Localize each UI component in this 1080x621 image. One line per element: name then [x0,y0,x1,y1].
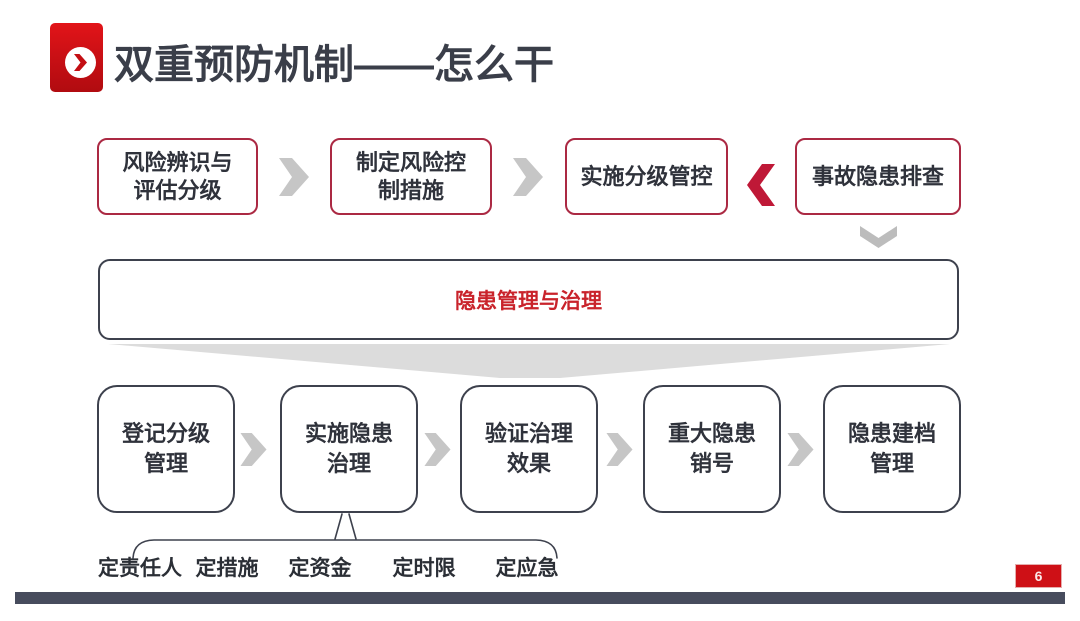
flow-box-label: 登记分级 管理 [121,421,210,476]
title-marker [50,23,103,92]
flow-box-implement-treatment: 实施隐患 治理 [280,385,418,513]
brace-connector [132,513,558,559]
funnel-shape [108,344,950,378]
flow-box-register-grading: 登记分级 管理 [97,385,235,513]
ding-label-funds: 定资金 [288,557,352,580]
flow-box-hazard-archiving: 隐患建档 管理 [823,385,961,513]
page-number-badge: 6 [1015,564,1062,588]
banner-label: 隐患管理与治理 [455,289,602,313]
chevron-right-icon [65,47,96,78]
flow-box-label: 实施分级管控 [580,163,713,189]
ding-label-deadline: 定时限 [392,557,456,580]
flow-box-risk-identification: 风险辨识与 评估分级 [97,138,258,215]
chevron-right-icon [787,433,814,466]
page-number: 6 [1034,568,1043,584]
flow-box-label: 实施隐患 治理 [304,421,393,476]
flow-box-major-hazard-closeout: 重大隐患 销号 [643,385,781,513]
chevron-left-icon [747,164,775,206]
flow-box-label: 验证治理 效果 [484,421,573,476]
banner-hazard-management: 隐患管理与治理 [98,259,959,340]
flow-box-label: 隐患建档 管理 [847,421,936,476]
flow-box-graded-control: 实施分级管控 [565,138,728,215]
chevron-right-icon [240,433,267,466]
page-title: 双重预防机制——怎么干 [114,43,554,87]
ding-label-measures: 定措施 [195,557,259,580]
ding-label-responsible: 定责任人 [98,557,182,580]
flow-box-control-measures: 制定风险控 制措施 [330,138,492,215]
flow-box-label: 事故隐患排查 [811,163,944,189]
flow-box-label: 制定风险控 制措施 [355,149,466,203]
flow-box-hazard-inspection: 事故隐患排查 [795,138,961,215]
flow-box-label: 风险辨识与 评估分级 [122,149,233,203]
flow-box-label: 重大隐患 销号 [667,421,756,476]
chevron-right-icon [606,433,633,466]
chevron-down-icon [860,226,897,248]
footer-bar [15,592,1065,604]
chevron-right-icon [279,158,309,196]
chevron-right-icon [513,158,543,196]
ding-label-emergency: 定应急 [495,557,559,580]
flow-box-verify-effect: 验证治理 效果 [460,385,598,513]
chevron-right-icon [424,433,451,466]
